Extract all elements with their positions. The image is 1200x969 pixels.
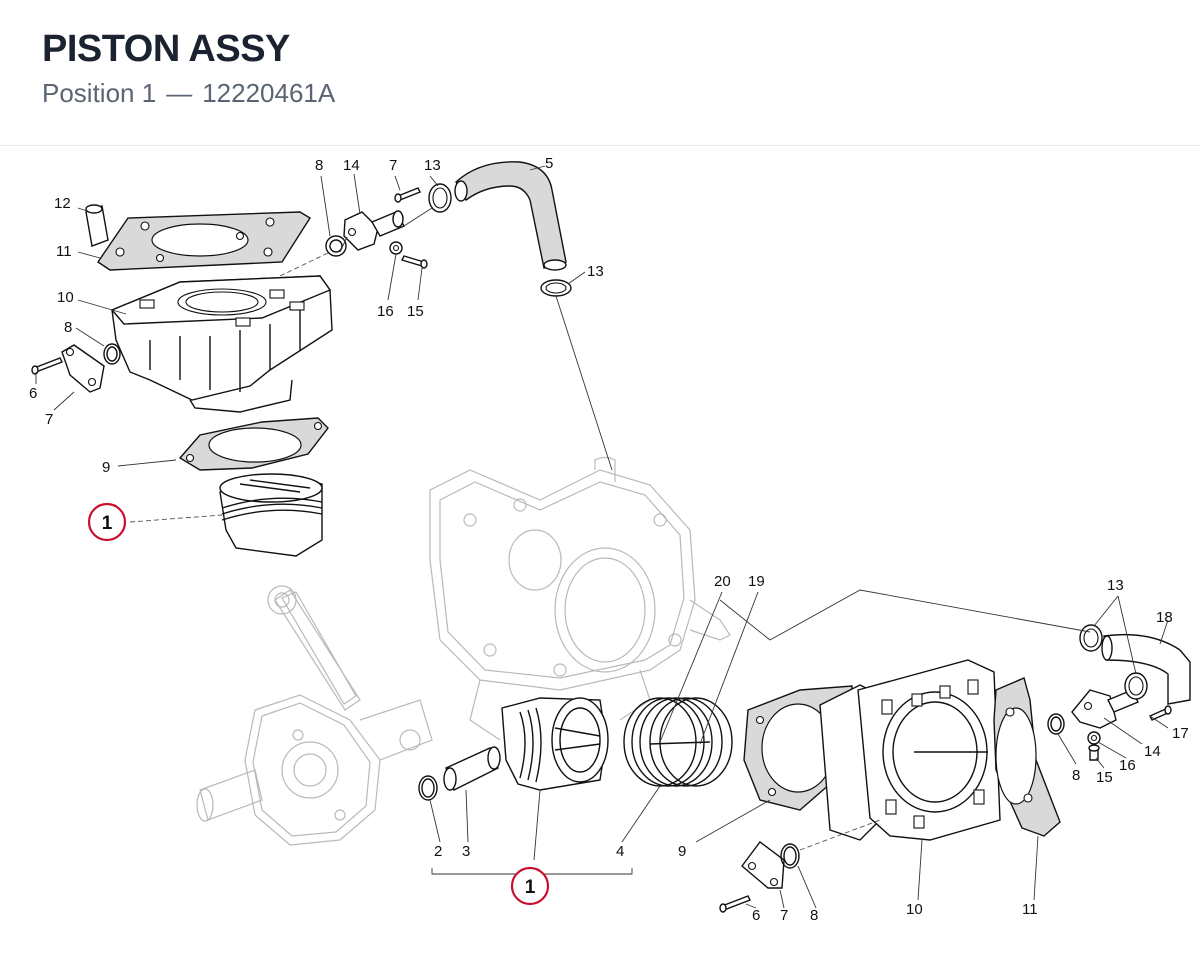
callout-top-15: 15	[407, 303, 424, 320]
top-dowel-12	[85, 204, 109, 247]
highlight-marker-bottom[interactable]: 1	[510, 866, 550, 906]
callout-bot-3: 3	[462, 843, 470, 860]
callout-top-14: 14	[343, 157, 360, 174]
part-number: 12220461A	[202, 78, 336, 108]
crankcase-ghost	[429, 456, 731, 741]
top-washer-16	[389, 241, 403, 255]
crankshaft-ghost	[196, 585, 433, 846]
bottom-oring-8b	[780, 843, 800, 869]
callout-bot-18: 18	[1156, 609, 1173, 626]
leader-lines	[35, 165, 1169, 909]
bottom-piston-1	[501, 697, 609, 791]
callout-bot-16: 16	[1119, 757, 1136, 774]
callout-top-7b: 7	[45, 411, 53, 428]
callout-labels: 8 14 7 13 5 12 11 10 8 6 7 9 16 15 13 20…	[29, 155, 1189, 924]
top-screw-7	[394, 187, 421, 203]
callout-top-11: 11	[56, 243, 72, 260]
callout-bot-10: 10	[906, 901, 923, 918]
bottom-rings-4	[623, 697, 733, 787]
top-cylinder-10	[110, 275, 333, 413]
page-subtitle: Position 1 — 12220461A	[42, 78, 335, 109]
bottom-cover-plate-7	[719, 841, 785, 913]
bottom-oring-8	[1047, 713, 1065, 735]
top-piston-1	[219, 473, 323, 557]
callout-top-10: 10	[57, 289, 74, 306]
bottom-circlip-2	[418, 775, 438, 801]
callout-bot-7: 7	[780, 907, 788, 924]
callout-top-8b: 8	[64, 319, 72, 336]
top-oring-8-inner	[329, 239, 343, 253]
bottom-washer-16	[1087, 731, 1101, 745]
callout-bot-13: 13	[1107, 577, 1124, 594]
top-oring-8b-inner	[106, 346, 118, 362]
top-clamp-13a	[428, 183, 452, 213]
callout-bot-17: 17	[1172, 725, 1189, 742]
bottom-screw-17	[1149, 705, 1172, 721]
callout-bot-9: 9	[678, 843, 686, 860]
top-cover-plate-7	[31, 344, 105, 393]
callout-bot-8b: 8	[810, 907, 818, 924]
page-header: PISTON ASSY Position 1 — 12220461A	[0, 0, 1200, 146]
bottom-head-gasket-11	[993, 677, 1061, 837]
bottom-pin-3	[443, 746, 501, 791]
page-title: PISTON ASSY	[42, 28, 290, 70]
callout-bot-11: 11	[1022, 901, 1038, 918]
callout-bot-15: 15	[1096, 769, 1113, 786]
callout-bot-14: 14	[1144, 743, 1161, 760]
callout-bot-6: 6	[752, 907, 760, 924]
bottom-oring-8b-inner	[783, 846, 797, 866]
bottom-hose-18	[1101, 633, 1191, 705]
highlight-marker-top[interactable]: 1	[87, 502, 127, 542]
callout-top-13a: 13	[424, 157, 441, 174]
highlight-bottom-label: 1	[525, 877, 536, 898]
callout-bot-2: 2	[434, 843, 442, 860]
callout-bot-20: 20	[714, 573, 731, 590]
top-oring-8	[325, 235, 347, 257]
callout-top-8: 8	[315, 157, 323, 174]
bottom-oring-8-inner	[1050, 716, 1062, 732]
callout-top-16: 16	[377, 303, 394, 320]
top-screw-15	[401, 255, 428, 269]
top-hose-5	[454, 161, 567, 271]
callout-top-12: 12	[54, 195, 71, 212]
callout-top-5: 5	[545, 155, 553, 172]
subtitle-separator: —	[166, 78, 193, 108]
bottom-screw-15	[1088, 744, 1100, 761]
top-oring-8b	[103, 343, 121, 365]
bottom-clamp-13a	[1079, 624, 1103, 652]
bottom-clamp-13b	[1124, 672, 1148, 700]
callout-top-7: 7	[389, 157, 397, 174]
callout-top-6: 6	[29, 385, 37, 402]
callout-bot-4: 4	[616, 843, 624, 860]
top-base-gasket-9	[178, 417, 329, 471]
callout-top-13b: 13	[587, 263, 604, 280]
position-label: Position 1	[42, 78, 157, 108]
top-head-gasket	[97, 211, 311, 271]
callout-bot-8: 8	[1072, 767, 1080, 784]
bottom-cylinder-10	[819, 659, 1001, 841]
callout-top-9: 9	[102, 459, 110, 476]
top-clamp-13b	[540, 279, 572, 297]
highlight-top-label: 1	[102, 513, 113, 534]
callout-bot-19: 19	[748, 573, 765, 590]
